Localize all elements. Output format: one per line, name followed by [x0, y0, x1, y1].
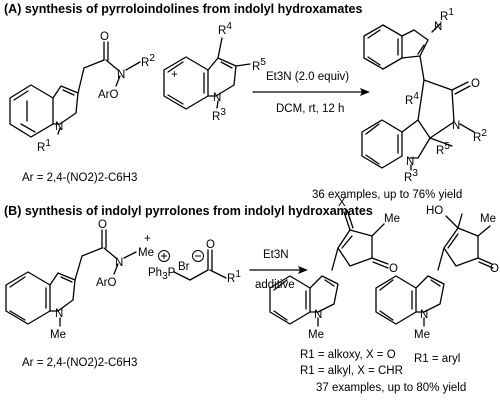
- a-product-r1: R1: [440, 7, 454, 23]
- b-hydroxamate-aro: ArO: [96, 277, 117, 289]
- section-a-header: (A) synthesis of pyrroloindolines from i…: [4, 2, 362, 16]
- b-product2-ho: HO: [426, 205, 443, 217]
- b-reagent-above: Et3N: [263, 249, 289, 261]
- b-hydroxamate-o: O: [98, 219, 107, 231]
- b-result: 37 examples, up to 80% yield: [316, 382, 466, 394]
- a-hydroxamate-indole-n: N: [55, 121, 63, 133]
- b-product1-n: N: [314, 309, 322, 321]
- a-result: 36 examples, up to 76% yield: [312, 189, 462, 201]
- a-indole-r4: R4: [218, 21, 232, 37]
- b-product1-me-n: Me: [308, 329, 324, 341]
- b-hydroxamate-indole-n: N: [55, 308, 63, 320]
- b-hydroxamate-n: N: [115, 257, 123, 269]
- b-product2-me-n: Me: [414, 329, 430, 341]
- a-indole-structure: [163, 37, 251, 110]
- a-hydroxamate-aro: ArO: [98, 89, 119, 101]
- a-product-r3: R3: [404, 168, 418, 184]
- b-product1-structure: [269, 209, 389, 327]
- a-ar-definition: Ar = 2,4-(NO2)2-C6H3: [22, 172, 137, 184]
- section-b-header: (B) synthesis of indolyl pyrrolones from…: [4, 204, 373, 218]
- b-hydroxamate-me-indole: Me: [50, 329, 66, 341]
- a-reagent-below: DCM, rt, 12 h: [276, 103, 344, 115]
- b-product2-n: N: [420, 309, 428, 321]
- b-condition-1: R1 = alkoxy, X = O: [300, 349, 396, 361]
- b-condition-3: R1 = aryl: [414, 353, 460, 365]
- a-product-structure: [361, 23, 475, 171]
- a-hydroxamate-r1: R1: [37, 138, 51, 154]
- a-hydroxamate-r2: R2: [141, 53, 155, 69]
- b-product1-me: Me: [384, 213, 400, 225]
- b-ar-definition: Ar = 2,4-(NO2)2-C6H3: [22, 357, 137, 369]
- b-ylide-r1: R1: [227, 269, 241, 285]
- b-product2-structure: [375, 213, 494, 327]
- a-product-o: O: [471, 78, 480, 90]
- b-ylide-structure: [158, 249, 227, 281]
- a-reaction-arrow: [252, 88, 370, 96]
- b-product1-o: O: [389, 263, 398, 275]
- a-indole-r5: R5: [252, 57, 266, 73]
- a-product-r2: R2: [473, 128, 487, 144]
- a-indole-r3: R3: [212, 107, 226, 123]
- a-product-r5: R5: [436, 141, 450, 157]
- a-indole-n: N: [213, 92, 221, 104]
- b-reaction-arrow: [249, 266, 308, 274]
- a-hydroxamate-structure: [9, 41, 141, 138]
- a-hydroxamate-o: O: [100, 31, 109, 43]
- b-product1-x: X: [338, 197, 346, 209]
- b-product2-o: O: [490, 263, 499, 275]
- b-hydroxamate-structure: [5, 229, 137, 327]
- b-product2-me: Me: [480, 213, 496, 225]
- a-product-n-top: N: [434, 21, 442, 33]
- a-plus-sign: +: [171, 69, 178, 81]
- b-hydroxamate-me-n: Me: [138, 247, 154, 259]
- a-hydroxamate-n: N: [117, 69, 125, 81]
- b-plus-sign: +: [144, 233, 151, 245]
- b-condition-2: R1 = alkyl, X = CHR: [300, 365, 403, 377]
- a-product-n-bottom: N: [406, 156, 414, 168]
- a-product-n-lactam: N: [452, 120, 460, 132]
- a-product-r4: R4: [405, 91, 419, 107]
- a-reagent-above: Et3N (2.0 equiv): [266, 71, 349, 83]
- b-ylide-br: Br: [178, 261, 190, 273]
- b-ylide-ph3p: Ph3P: [148, 267, 176, 282]
- b-ylide-o: O: [206, 239, 215, 251]
